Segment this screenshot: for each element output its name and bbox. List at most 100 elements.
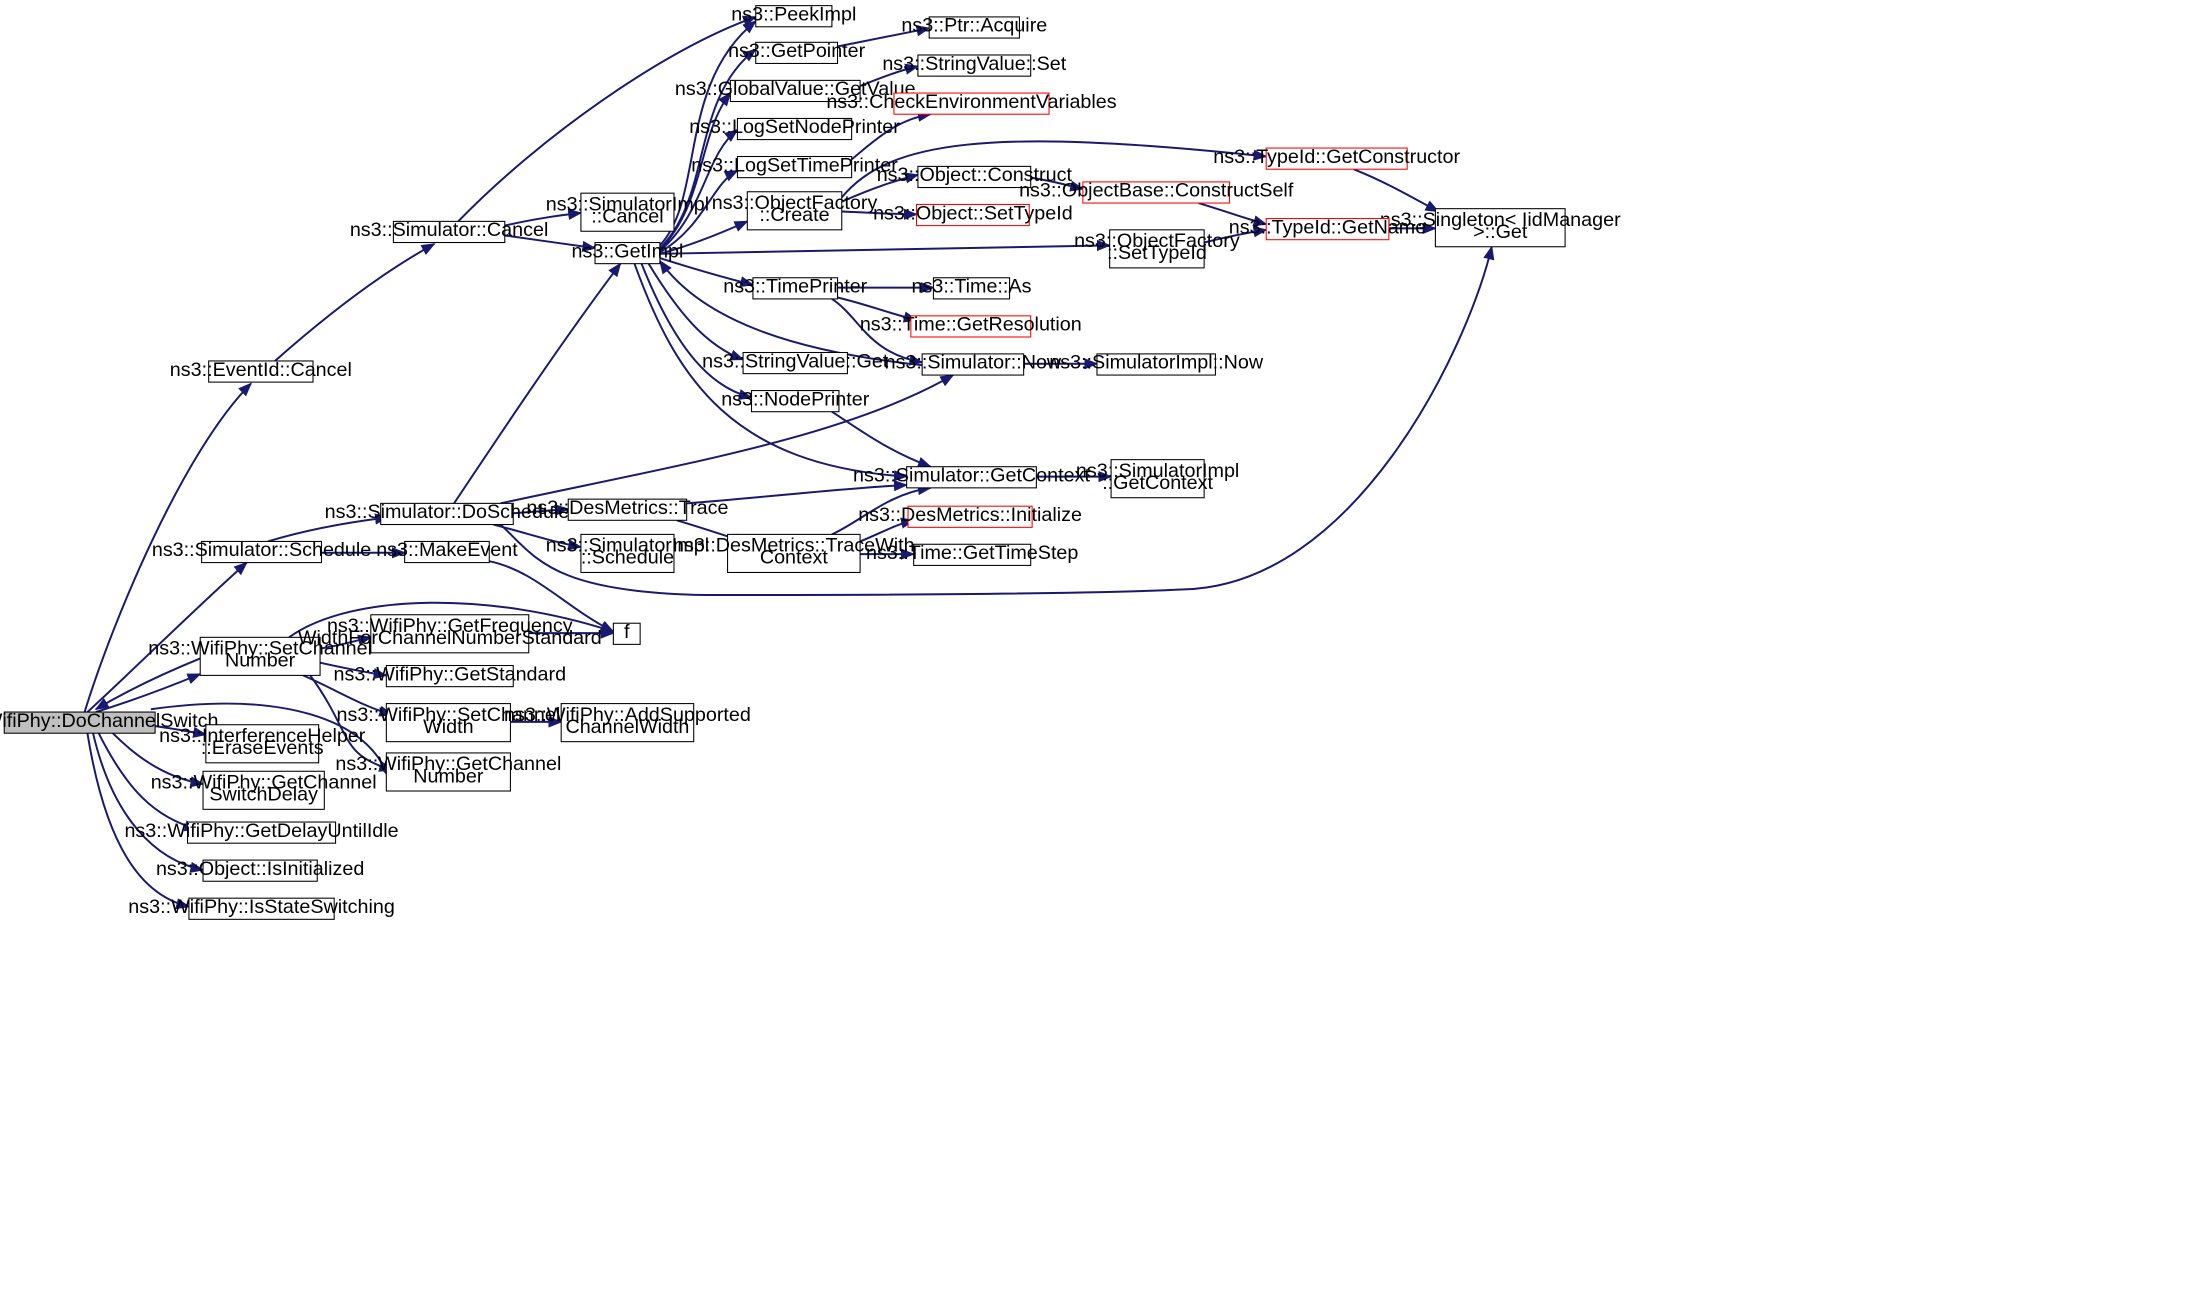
- node-box: [392, 220, 506, 244]
- node-label: ::SetTypeId: [1107, 242, 1207, 264]
- edge-getImpl-to-globalValueGetValue: [659, 91, 732, 251]
- node-timePrinter[interactable]: ns3::TimePrinter: [723, 276, 868, 300]
- node-eraseEvents[interactable]: ns3::InterferenceHelper::EraseEvents: [159, 724, 366, 764]
- node-label: ns3::ObjectFactory: [1074, 230, 1240, 252]
- node-objectFactorySetTypeId[interactable]: ns3::ObjectFactory::SetTypeId: [1074, 229, 1240, 269]
- node-label: ns3::LogSetNodePrinter: [689, 116, 900, 138]
- node-stringValueGet[interactable]: ns3::StringValue::Get: [702, 350, 889, 375]
- edge-setChannelNumber-to-getStandard: [319, 661, 388, 680]
- node-box: [208, 360, 314, 383]
- node-label: ns3::Time::As: [912, 276, 1032, 298]
- node-label: ns3::ObjectBase::ConstructSelf: [1019, 180, 1294, 202]
- node-getPointer[interactable]: ns3::GetPointer: [728, 40, 866, 64]
- edge-simDoSchedule-to-singletonGet: [499, 245, 1495, 597]
- node-logSetTimePrinter[interactable]: ns3::LogSetTimePrinter: [691, 154, 898, 179]
- edge-simCancel-to-getImpl: [504, 234, 597, 253]
- node-label: ns3::WifiPhy::SetChannel: [148, 638, 372, 660]
- node-getDelayUntilIdle[interactable]: ns3::WifiPhy::GetDelayUntilIdle: [124, 820, 399, 844]
- node-label: ns3::WifiPhy::DoChannelSwitch: [0, 710, 218, 732]
- node-box: [560, 703, 695, 743]
- node-label: ns3::Simulator::GetContext: [853, 465, 1090, 487]
- node-box: [3, 711, 156, 734]
- node-peekImpl[interactable]: ns3::PeekImpl: [731, 3, 856, 28]
- node-typeIdGetConstructor[interactable]: ns3::TypeId::GetConstructor: [1213, 146, 1461, 170]
- node-desMetricsTrace[interactable]: ns3::DesMetrics::Trace: [526, 497, 729, 521]
- node-label: ns3::StringValue::Get: [702, 350, 889, 372]
- node-getFreqWidth[interactable]: ns3::WifiPhy::GetFrequencyWidthForChanne…: [298, 614, 602, 654]
- node-simCancel[interactable]: ns3::Simulator::Cancel: [350, 219, 549, 244]
- edge-simCancel-to-peekImpl: [457, 15, 758, 223]
- node-label: Number: [225, 650, 296, 672]
- node-simGetContext[interactable]: ns3::Simulator::GetContext: [853, 465, 1090, 489]
- edge-doChannelSwitch-to-eraseEvents: [154, 725, 208, 738]
- node-isInitialized[interactable]: ns3::Object::IsInitialized: [156, 858, 364, 882]
- node-desMetricsInitialize[interactable]: ns3::DesMetrics::Initialize: [858, 504, 1082, 528]
- node-box: [913, 543, 1032, 566]
- node-simNow[interactable]: ns3::Simulator::Now: [885, 352, 1062, 376]
- node-label: ns3::WifiPhy::GetChannel: [335, 753, 561, 775]
- node-label: >::Get: [1473, 221, 1528, 243]
- node-simSchedule[interactable]: ns3::Simulator::Schedule: [152, 539, 371, 564]
- node-label: ns3::Object::IsInitialized: [156, 858, 364, 880]
- node-simImplSchedule[interactable]: ns3::SimulatorImpl::Schedule: [546, 533, 709, 573]
- node-simImplGetContext[interactable]: ns3::SimulatorImpl::GetContext: [1076, 459, 1239, 499]
- node-eventCancel[interactable]: ns3::EventId::Cancel: [170, 359, 352, 383]
- node-box: [932, 277, 1011, 300]
- node-nodePrinter[interactable]: ns3::NodePrinter: [721, 388, 870, 413]
- node-label: ns3::Simulator::Now: [885, 352, 1062, 374]
- node-label: ns3::TypeId::GetName: [1229, 216, 1426, 238]
- node-label: ns3::Simulator::Schedule: [152, 539, 371, 561]
- node-typeIdGetName[interactable]: ns3::TypeId::GetName: [1229, 216, 1426, 241]
- node-checkEnv[interactable]: ns3::CheckEnvironmentVariables: [826, 91, 1117, 115]
- node-objectBaseConstructSelf[interactable]: ns3::ObjectBase::ConstructSelf: [1019, 180, 1294, 204]
- node-label: ChannelWidth: [565, 716, 689, 738]
- node-label: ns3::Ptr::Acquire: [901, 15, 1047, 37]
- edge-objectBaseConstructSelf-to-typeIdGetName: [1198, 202, 1268, 227]
- node-ptrAcquire[interactable]: ns3::Ptr::Acquire: [901, 15, 1047, 39]
- node-stringValueSet[interactable]: ns3::StringValue::Set: [882, 53, 1067, 77]
- node-getImpl[interactable]: ns3::GetImpl: [572, 240, 684, 265]
- call-nodes: ns3::WifiPhy::DoChannelSwitch ns3::EventI…: [0, 3, 1621, 920]
- node-timeGetTimeStep[interactable]: ns3::Time::GetTimeStep: [866, 542, 1078, 566]
- node-label: ns3::WifiPhy::GetDelayUntilIdle: [124, 820, 398, 842]
- node-makeEvent[interactable]: ns3::MakeEvent: [376, 539, 518, 564]
- node-timeAs[interactable]: ns3::Time::As: [912, 276, 1032, 300]
- node-timeGetResolution[interactable]: ns3::Time::GetResolution: [860, 314, 1082, 338]
- node-label: ns3::Time::GetTimeStep: [866, 542, 1078, 564]
- node-simDoSchedule[interactable]: ns3::Simulator::DoSchedule: [325, 501, 570, 526]
- node-label: ns3::DesMetrics::Initialize: [858, 504, 1082, 526]
- node-getStandard[interactable]: ns3::WifiPhy::GetStandard: [334, 663, 567, 688]
- node-box: [580, 192, 675, 232]
- node-label: ::GetContext: [1102, 472, 1213, 494]
- node-box: [1434, 208, 1566, 248]
- node-globalValueGetValue[interactable]: ns3::GlobalValue::GetValue: [675, 78, 916, 103]
- node-label: ns3::SimulatorImpl: [546, 193, 709, 215]
- node-f[interactable]: f: [612, 621, 641, 645]
- node-box: [385, 664, 514, 688]
- node-objectFactoryCreate[interactable]: ns3::ObjectFactory::Create: [712, 191, 878, 231]
- edge-makeEvent-to-f: [489, 560, 615, 633]
- node-objectConstruct[interactable]: ns3::Object::Construct: [877, 164, 1073, 189]
- node-doChannelSwitch[interactable]: ns3::WifiPhy::DoChannelSwitch: [0, 710, 218, 734]
- node-objectSetTypeId[interactable]: ns3::Object::SetTypeId: [873, 202, 1073, 227]
- node-isStateSwitching[interactable]: ns3::WifiPhy::IsStateSwitching: [128, 896, 395, 920]
- node-logSetNodePrinter[interactable]: ns3::LogSetNodePrinter: [689, 116, 900, 141]
- node-box: [199, 636, 321, 676]
- edge-simDoSchedule-to-simImplSchedule: [493, 523, 583, 551]
- edge-doChannelSwitch-to-getChannelSwitchDelay: [112, 732, 205, 788]
- node-simImplCancel[interactable]: ns3::SimulatorImpl::Cancel: [546, 192, 709, 232]
- node-box: [187, 821, 337, 844]
- node-label: WidthForChannelNumberStandard: [298, 627, 602, 649]
- node-simImplNow[interactable]: ns3::SimulatorImpl::Now: [1049, 352, 1264, 376]
- edge-getImpl-to-objectFactoryCreate: [659, 220, 749, 255]
- node-singletonGet[interactable]: ns3::Singleton< IidManager>::Get: [1380, 208, 1621, 248]
- node-box: [202, 859, 318, 882]
- edge-doChannelSwitch-to-getDelayUntilIdle: [97, 732, 199, 832]
- node-box: [893, 92, 1050, 115]
